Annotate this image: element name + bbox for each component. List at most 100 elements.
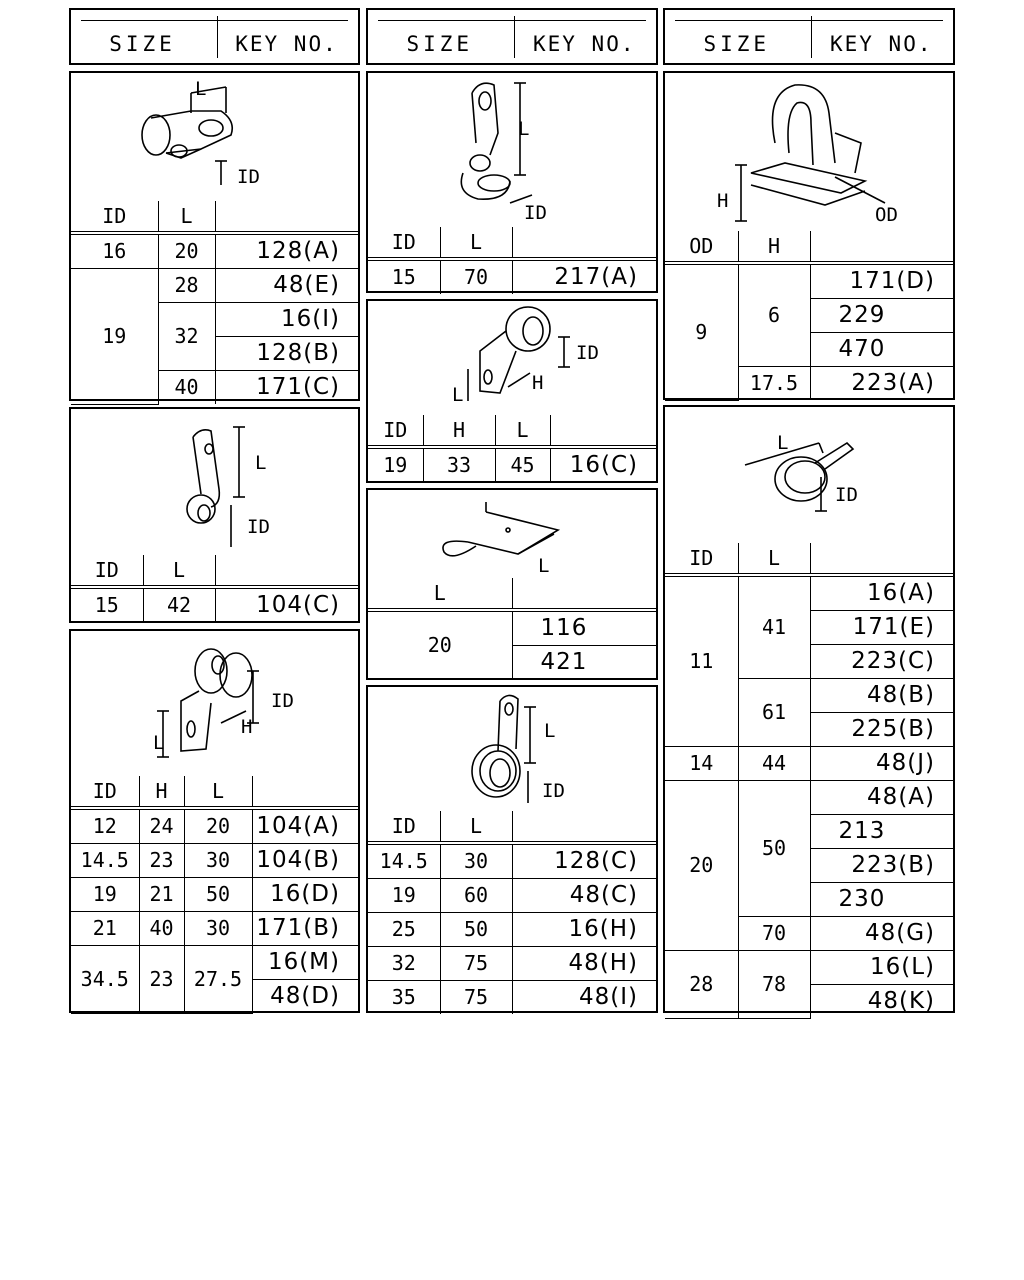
key-no: 48(E) — [214, 268, 358, 303]
clip-5-drawing: ID L H — [368, 301, 656, 415]
clip-9-drawing: L ID — [665, 407, 953, 543]
clip-7-id-label: ID — [542, 780, 565, 802]
clip-4-id-label: ID — [524, 202, 547, 224]
table-row: 223(B) — [665, 848, 953, 883]
clip-5-id-label: ID — [576, 342, 599, 364]
clip-2-id-label: ID — [247, 516, 270, 538]
key-no: 171(B) — [251, 911, 358, 946]
key-no-header: KEY NO. — [514, 15, 653, 58]
col-l: L — [368, 578, 513, 612]
key-no: 16(I) — [214, 302, 358, 337]
size-header: SIZE — [109, 31, 176, 56]
key-no: 128(C) — [511, 842, 656, 879]
key-no: 48(B) — [809, 678, 953, 713]
key-no: 223(C) — [810, 644, 953, 679]
col-l: L — [737, 543, 811, 577]
table-row: 225(B) — [665, 712, 953, 747]
key-no: 48(G) — [809, 916, 953, 951]
col-od: OD — [665, 231, 739, 265]
key-no-header: KEY NO. — [216, 15, 356, 58]
key-no: 16(M) — [251, 945, 358, 980]
col-id: ID — [71, 555, 144, 589]
table-row: 421 — [368, 645, 656, 679]
clip-5-l-label: L — [452, 384, 463, 406]
clip-9-l-label: L — [777, 432, 788, 454]
key-no: 217(A) — [511, 258, 656, 294]
clip-3-drawing: ID L H — [71, 631, 358, 776]
clip-8-od-label: OD — [875, 204, 898, 226]
key-no: 225(B) — [810, 712, 953, 747]
key-no: 421 — [512, 645, 656, 679]
clip-3-id-label: ID — [271, 690, 294, 712]
key-no: 104(C) — [214, 586, 358, 622]
key-no: 230 — [810, 882, 953, 917]
key-no: 16(H) — [511, 912, 656, 947]
clip-5-h-label: H — [532, 372, 543, 394]
table-row: 470 — [665, 332, 953, 367]
clip-7-l-label: L — [544, 720, 555, 742]
table-row: 213 — [665, 814, 953, 849]
col-id: ID — [368, 811, 441, 845]
col-h: H — [138, 776, 185, 810]
key-no: 223(B) — [810, 848, 953, 883]
column-header-2: SIZE KEY NO. — [366, 8, 658, 65]
size-header: SIZE — [406, 31, 474, 56]
col-l: L — [142, 555, 216, 589]
key-no: 223(A) — [809, 366, 953, 400]
key-no: 16(C) — [549, 446, 656, 482]
key-no: 171(C) — [214, 370, 358, 404]
key-no: 48(J) — [809, 746, 953, 781]
column-header-3: SIZE KEY NO. — [663, 8, 955, 65]
key-no: 48(D) — [252, 979, 358, 1013]
key-no: 104(B) — [251, 843, 358, 878]
clip-8-drawing: H OD — [665, 73, 953, 231]
key-no: 171(E) — [810, 610, 953, 645]
table-row: 223(C) — [665, 644, 953, 679]
key-no: 470 — [810, 332, 953, 367]
clip-8-h-label: H — [717, 190, 728, 212]
col-id: ID — [368, 415, 424, 449]
col-l: L — [494, 415, 551, 449]
clip-1-id-label: ID — [237, 166, 260, 188]
clip-3-l-label: L — [153, 732, 164, 754]
col-id: ID — [368, 227, 441, 261]
col-l: L — [439, 227, 513, 261]
key-no: 116 — [511, 609, 656, 646]
key-no: 16(D) — [251, 877, 358, 912]
key-no: 48(K) — [810, 984, 953, 1018]
table-row: 48(D) — [71, 979, 358, 1013]
table-row: 171(E) — [665, 610, 953, 645]
